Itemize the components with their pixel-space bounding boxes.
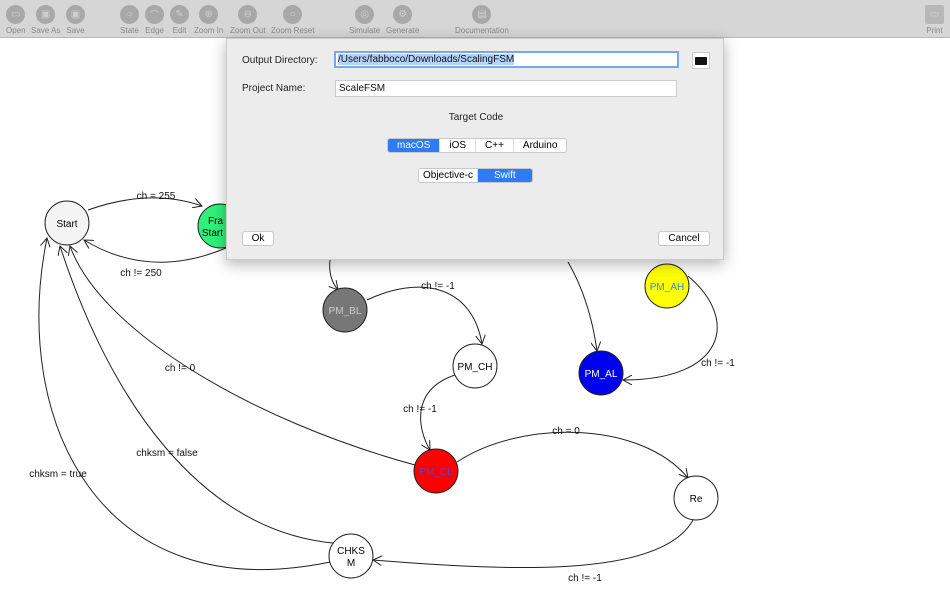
state-label: PM_AH: [650, 282, 684, 293]
zoom-in-button[interactable]: ⊕Zoom In: [194, 5, 223, 35]
ok-button[interactable]: Ok: [242, 231, 274, 246]
arc-icon: ⌒: [145, 5, 164, 24]
edge-re-chksm[interactable]: [373, 519, 694, 569]
documentation-button[interactable]: ▤Documentation: [455, 5, 509, 35]
state-circle[interactable]: [578, 350, 624, 396]
language-objective-c[interactable]: Objective-c: [419, 169, 479, 182]
generate-code-dialog: Output Directory: /Users/fabboco/Downloa…: [226, 38, 724, 260]
project-name-field[interactable]: ScaleFSM: [335, 80, 677, 97]
browse-folder-button[interactable]: [692, 52, 710, 69]
simulate-button[interactable]: ◎Simulate: [349, 5, 380, 35]
generate-button[interactable]: ⚙Generate: [386, 5, 419, 35]
edge-pm-cl-re[interactable]: [456, 431, 688, 478]
circle-icon: ○: [120, 5, 139, 24]
state-label: PM_CH: [457, 362, 492, 373]
state-node[interactable]: Start: [44, 200, 90, 246]
save-as-button[interactable]: ▣Save As: [31, 5, 60, 35]
target-ios[interactable]: iOS: [440, 139, 477, 152]
edge-label: ch != -1: [421, 281, 455, 292]
state-label: PM_BL: [329, 306, 362, 317]
save-button[interactable]: ▣Save: [66, 5, 85, 35]
target-code-label: Target Code: [448, 112, 504, 123]
edit-button[interactable]: ✎Edit: [170, 5, 189, 35]
state-node[interactable]: PM_AL: [578, 350, 624, 396]
state-label: Start: [202, 228, 223, 239]
language-segmented-control: Objective-c Swift: [418, 168, 533, 183]
folder-icon: [695, 56, 707, 65]
edge-label: chksm = false: [136, 448, 198, 459]
edge-label: ch != -1: [568, 573, 602, 584]
state-circle[interactable]: [328, 533, 374, 579]
disk-icon: ▣: [36, 5, 56, 24]
state-circle[interactable]: [644, 263, 690, 309]
zoom-in-icon: ⊕: [199, 5, 219, 24]
language-swift[interactable]: Swift: [478, 169, 532, 182]
zoom-reset-icon: ○: [283, 5, 303, 24]
edge-chksm-start-false[interactable]: [60, 246, 334, 544]
state-circle[interactable]: [413, 448, 459, 494]
state-label: CHKS: [337, 546, 365, 557]
edge-label: ch != -1: [701, 358, 735, 369]
state-label: Start: [56, 219, 77, 230]
state-node[interactable]: PM_CL: [413, 448, 459, 494]
state-diagram[interactable]: ch = 255 ch != 250 ch != -1 ch != -1 ch …: [0, 38, 950, 594]
edge-to-pm-al[interactable]: [567, 261, 597, 351]
state-node[interactable]: PM_CH: [452, 343, 498, 389]
edge-label: ch != 250: [120, 268, 162, 279]
output-directory-label: Output Directory:: [242, 55, 318, 66]
state-button[interactable]: ○State: [120, 5, 139, 35]
book-icon: ▤: [472, 5, 492, 24]
print-button[interactable]: ▭Print: [925, 5, 944, 35]
edge-pm-cl-start[interactable]: [70, 246, 416, 466]
state-circle[interactable]: [322, 287, 368, 333]
edge-label: chksm = true: [29, 469, 87, 480]
state-label: Fra: [208, 216, 223, 227]
target-cpp[interactable]: C++: [476, 139, 514, 152]
state-node[interactable]: Re: [673, 475, 719, 521]
state-circle[interactable]: [44, 200, 90, 246]
state-label: PM_CL: [419, 467, 453, 478]
zoom-out-icon: ⊖: [238, 5, 258, 24]
cancel-button[interactable]: Cancel: [658, 231, 710, 246]
edge-label: ch != -1: [403, 404, 437, 415]
edge-label: ch != 0: [165, 363, 196, 374]
project-name-label: Project Name:: [242, 83, 306, 94]
pencil-icon: ✎: [170, 5, 189, 24]
edge-pm-ah-pm-al[interactable]: [623, 275, 718, 380]
zoom-reset-button[interactable]: ○Zoom Reset: [271, 5, 315, 35]
target-segmented-control: macOS iOS C++ Arduino: [387, 138, 568, 153]
edge-label: ch = 0: [552, 426, 580, 437]
edge-pm-bl-pm-ch[interactable]: [366, 286, 482, 344]
target-macos[interactable]: macOS: [388, 139, 441, 152]
simulate-icon: ◎: [355, 5, 375, 24]
open-button[interactable]: ▭Open: [6, 5, 26, 35]
edge-chksm-start-true[interactable]: [38, 238, 331, 570]
state-node[interactable]: PM_BL: [322, 287, 368, 333]
edge-fra-start[interactable]: [84, 240, 227, 263]
target-arduino[interactable]: Arduino: [522, 140, 558, 151]
edge-button[interactable]: ⌒Edge: [145, 5, 164, 35]
output-directory-field[interactable]: /Users/fabboco/Downloads/ScalingFSM: [334, 51, 679, 68]
edge-start-fra[interactable]: [87, 197, 202, 211]
edge-to-pm-bl[interactable]: [330, 259, 338, 290]
printer-icon: ▭: [925, 5, 944, 24]
state-label: PM_AL: [585, 369, 618, 380]
edge-label: ch = 255: [137, 191, 176, 202]
gears-icon: ⚙: [393, 5, 413, 24]
edge-pm-ch-pm-cl[interactable]: [420, 374, 456, 450]
zoom-out-button[interactable]: ⊖Zoom Out: [230, 5, 266, 35]
state-node[interactable]: PM_AH: [644, 263, 690, 309]
folder-icon: ▭: [6, 5, 26, 24]
toolbar: ▭Open ▣Save As ▣Save ○State ⌒Edge ✎Edit …: [0, 0, 950, 38]
state-label: M: [347, 558, 355, 569]
state-circle[interactable]: [673, 475, 719, 521]
disk-icon: ▣: [66, 5, 85, 24]
state-circle[interactable]: [452, 343, 498, 389]
state-label: Re: [690, 494, 703, 505]
